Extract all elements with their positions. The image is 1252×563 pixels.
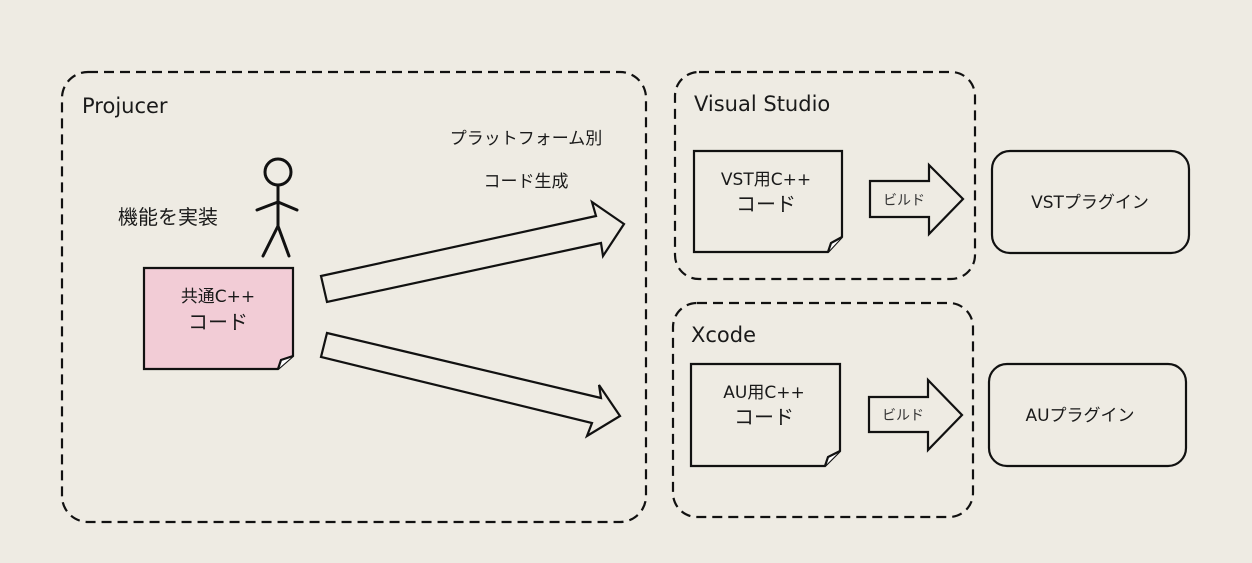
vst-code-line1: VST用C++ xyxy=(721,170,811,190)
au-build-arrow: ビルド xyxy=(867,377,964,453)
au-code-line2: コード xyxy=(734,405,794,429)
common-code-line2: コード xyxy=(188,310,248,334)
arrow-to-xcode-icon xyxy=(319,331,622,439)
visual-studio-group: Visual Studio VST用C++ コード ビルド xyxy=(673,70,977,281)
document-curl xyxy=(826,236,843,253)
vst-code-document: VST用C++ コード xyxy=(692,149,844,254)
generation-label-line1: プラットフォーム別 xyxy=(450,129,603,149)
block-arrow-icon xyxy=(867,377,964,453)
common-code-line1: 共通C++ xyxy=(181,287,255,307)
au-plugin-box xyxy=(987,362,1188,468)
au-code-document: AU用C++ コード xyxy=(689,362,842,468)
vst-build-arrow: ビルド xyxy=(868,162,965,237)
stick-figure-icon xyxy=(255,157,299,258)
xcode-group: Xcode AU用C++ コード ビルド xyxy=(671,301,975,519)
block-arrow-icon xyxy=(868,162,965,237)
projucer-boundary xyxy=(60,70,648,524)
document-curl xyxy=(276,354,294,370)
xcode-title: Xcode xyxy=(691,323,756,347)
arrow-to-visual-studio-icon xyxy=(319,199,626,304)
projucer-group: Projucer 機能を実装 共通C++ コード プラットフォーム別 コード生成 xyxy=(60,70,648,524)
actor-label: 機能を実装 xyxy=(118,205,218,229)
au-code-line1: AU用C++ xyxy=(723,383,804,403)
au-build-label: ビルド xyxy=(882,408,924,424)
xcode-boundary xyxy=(671,301,975,519)
generation-label-line2: コード生成 xyxy=(484,172,569,192)
vst-code-line2: コード xyxy=(736,192,796,216)
au-plugin-label: AUプラグイン xyxy=(1025,406,1134,426)
common-code-document: 共通C++ コード xyxy=(142,266,295,371)
visual-studio-boundary xyxy=(673,70,977,281)
vst-plugin-label: VSTプラグイン xyxy=(1031,193,1149,213)
document-curl xyxy=(823,450,841,467)
vst-plugin-box xyxy=(990,149,1191,255)
visual-studio-title: Visual Studio xyxy=(694,92,830,116)
vst-build-label: ビルド xyxy=(883,193,925,209)
projucer-title: Projucer xyxy=(82,94,168,118)
